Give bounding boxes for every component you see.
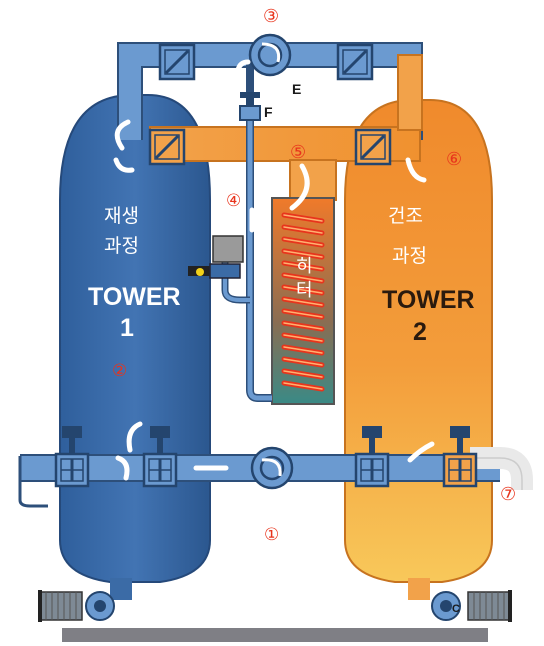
needle-valve-icon[interactable] [239, 92, 261, 121]
muffler-left-icon [38, 590, 83, 622]
purge-line [221, 60, 272, 402]
arrow-tower2-bottom-icon [407, 441, 435, 463]
heater-label-2: 터 [296, 280, 313, 301]
arrow-top-fan-icon [235, 59, 251, 73]
label-f: F [264, 104, 273, 120]
tower1-word: TOWER [88, 283, 181, 311]
label-e: E [292, 81, 301, 97]
fan-blower-bottom-icon[interactable] [250, 446, 294, 490]
step-7-label: ⑦ [500, 484, 516, 505]
arrow-bottom-left-icon [115, 455, 130, 481]
heater-label-1: 히 [296, 256, 313, 277]
dry-label-line1: 건조 [388, 205, 423, 227]
fan-blower-top-icon[interactable] [248, 33, 292, 77]
valve-bottom-3-icon[interactable] [354, 426, 390, 488]
valve-top-right-icon[interactable] [336, 43, 374, 81]
valve-bottom-1-icon[interactable] [54, 426, 90, 488]
step-4-label: ④ [226, 191, 241, 211]
regen-label-line2: 과정 [104, 235, 139, 257]
solenoid-valve-icon[interactable] [188, 235, 244, 279]
muffler-right-icon [467, 590, 512, 622]
step-1-label: ① [264, 525, 279, 545]
arrow-tower1-exit-icon [113, 157, 135, 173]
step-2-label: ② [112, 361, 127, 381]
tower1-number: 1 [120, 314, 134, 342]
label-c: C [452, 603, 460, 615]
heater: 히 터 [271, 197, 335, 405]
base-platform [62, 628, 488, 642]
dry-label-line2: 과정 [392, 245, 427, 267]
step-3-label: ③ [263, 6, 279, 27]
tower-1 [59, 94, 211, 583]
tower2-word: TOWER [382, 286, 475, 314]
valve-header-right-icon[interactable] [354, 128, 392, 166]
drain-valve-left-icon[interactable] [85, 578, 132, 621]
tower2-number: 2 [413, 318, 427, 346]
arrow-heater-in-icon [289, 163, 310, 211]
regen-label-line1: 재생 [104, 205, 139, 227]
orange-header-pipe [149, 54, 423, 201]
arrow-tower2-out-icon [405, 157, 427, 183]
valve-bottom-4-icon[interactable] [442, 426, 478, 488]
valve-header-left-icon[interactable] [148, 128, 186, 166]
arrow-tower1-top-icon [114, 119, 131, 151]
arrow-tower1-bottom-up-icon [126, 421, 143, 453]
step-5-label: ⑤ [290, 142, 306, 163]
heater-coil [281, 212, 325, 392]
valve-bottom-2-icon[interactable] [142, 426, 178, 488]
valve-top-left-icon[interactable] [158, 43, 196, 81]
step-6-label: ⑥ [446, 149, 462, 170]
drain-valve-right-icon[interactable] [408, 578, 461, 621]
